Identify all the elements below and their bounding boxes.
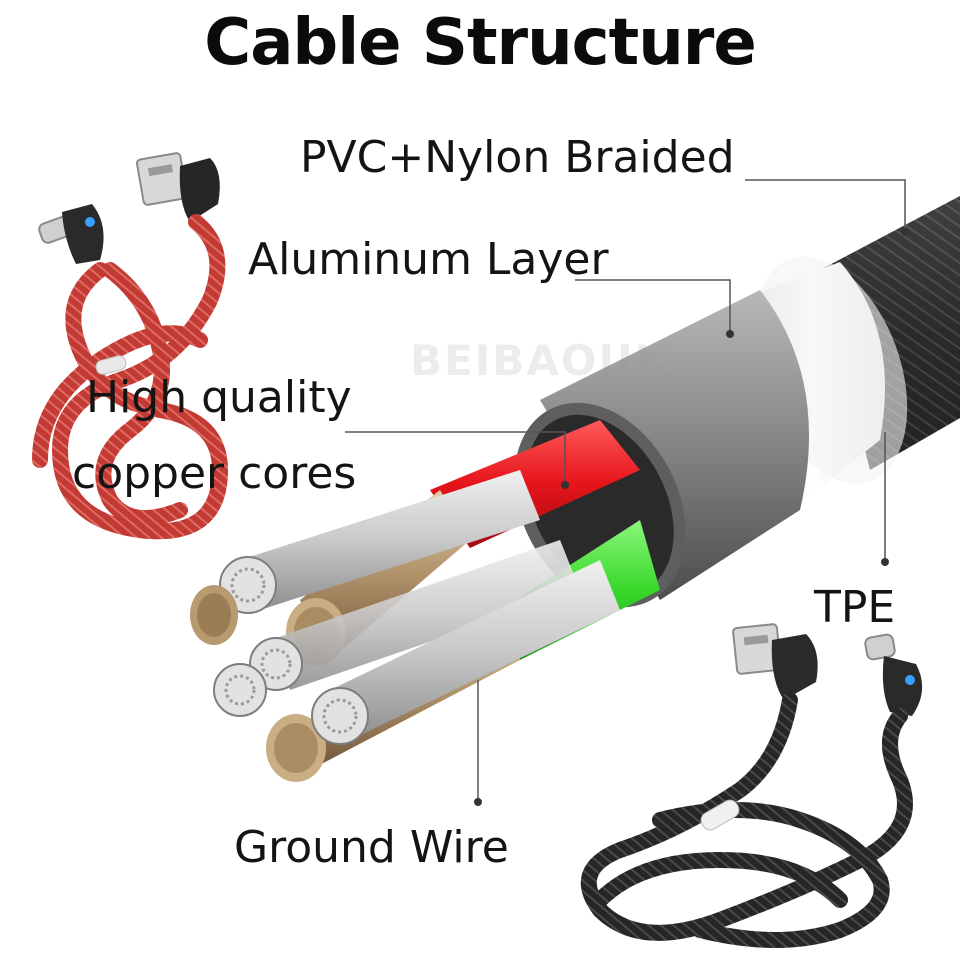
leader-copper-dot (561, 481, 569, 489)
label-pvc-nylon-braided: PVC+Nylon Braided (300, 132, 735, 183)
leader-braided-dot (901, 228, 909, 236)
usb-c-connector-red (38, 204, 104, 264)
tinned-strand-lower (311, 560, 620, 745)
leader-aluminum (575, 279, 731, 334)
label-copper-cores-line1: High quality (86, 372, 352, 423)
leader-copper (345, 431, 566, 485)
leader-aluminum-dot (726, 330, 734, 338)
tinned-strand-lower-left (213, 663, 267, 717)
red-cable-product (32, 152, 229, 540)
black-cable-product (580, 623, 923, 948)
label-tpe: TPE (814, 582, 896, 633)
label-ground-wire: Ground Wire (234, 822, 509, 873)
label-aluminum-layer: Aluminum Layer (248, 234, 609, 285)
watermark: BEIBAOUK (410, 336, 670, 385)
usb-a-connector-red (135, 152, 220, 222)
leader-lines (345, 179, 909, 806)
page-title: Cable Structure (204, 6, 756, 80)
usb-c-connector-black (864, 633, 923, 716)
ground-wire-copper (190, 585, 238, 645)
label-copper-cores-line2: copper cores (72, 448, 357, 499)
usb-a-connector-black (732, 623, 818, 700)
leader-ground-dot (474, 798, 482, 806)
leader-tpe-dot (881, 558, 889, 566)
leader-braided (745, 179, 906, 232)
main-cable (190, 196, 960, 782)
